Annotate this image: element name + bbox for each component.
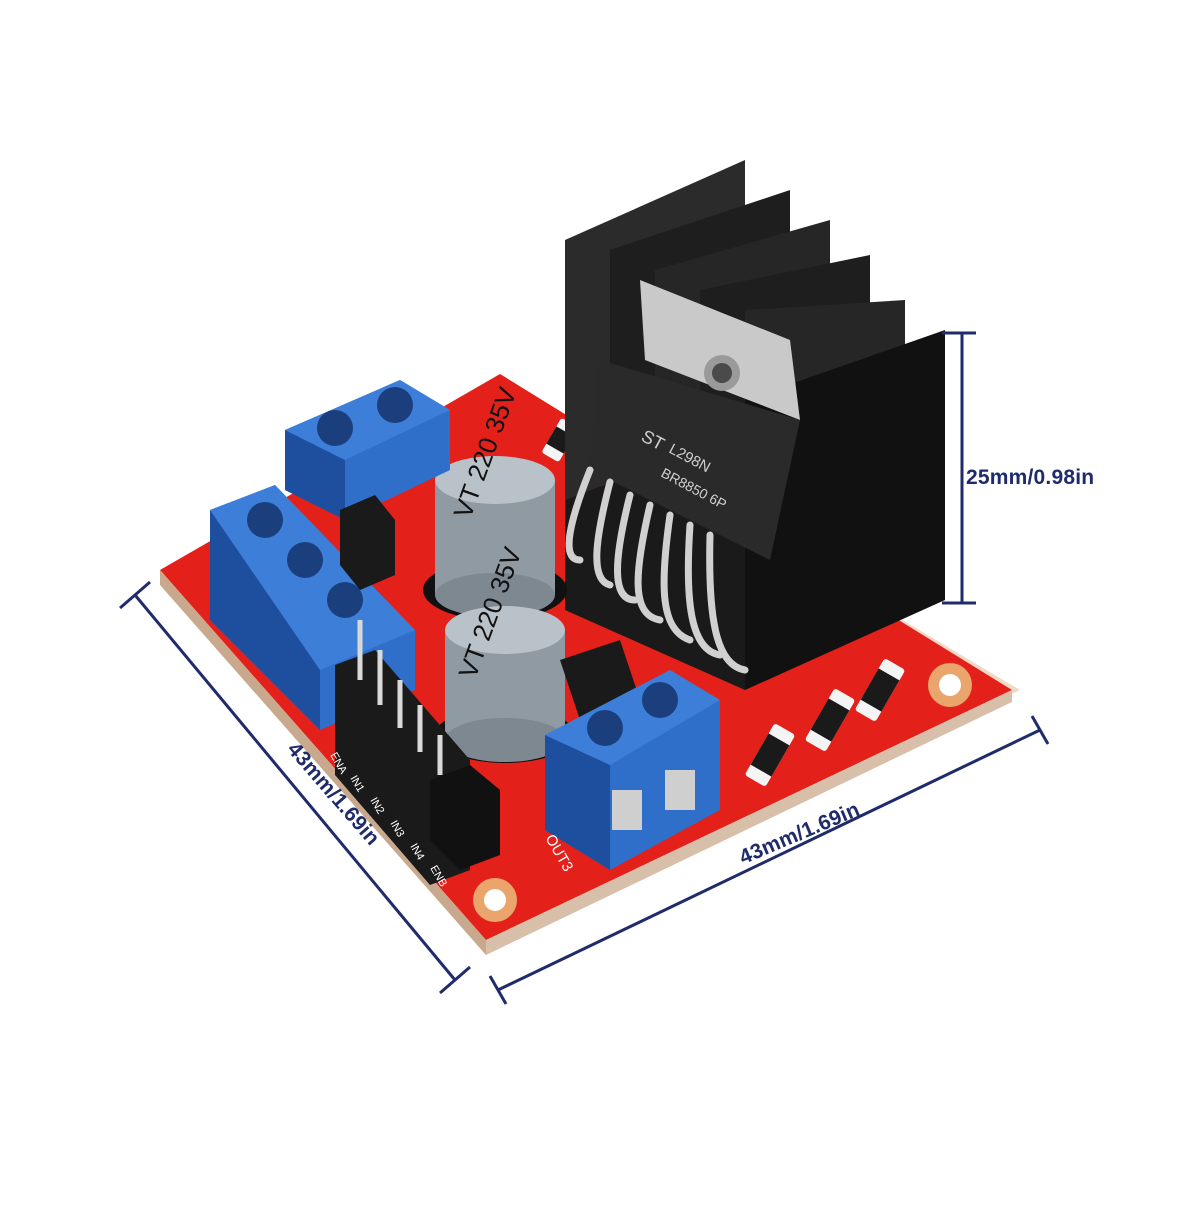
terminal-block-bottom — [545, 670, 720, 870]
jumper-top — [340, 495, 395, 590]
driver-chip: ST L298N BR8850 6P — [590, 280, 800, 560]
dimension-depth-line — [119, 580, 471, 995]
terminal-block-top — [285, 380, 450, 520]
pin-header — [335, 620, 500, 885]
dimension-height-line — [942, 331, 976, 605]
dimension-width-line — [488, 715, 1050, 1005]
dimension-height-label: 25mm/0.98in — [966, 466, 1095, 489]
mounting-holes — [473, 663, 972, 922]
smd-components — [542, 418, 905, 786]
chip-leads — [565, 466, 749, 674]
